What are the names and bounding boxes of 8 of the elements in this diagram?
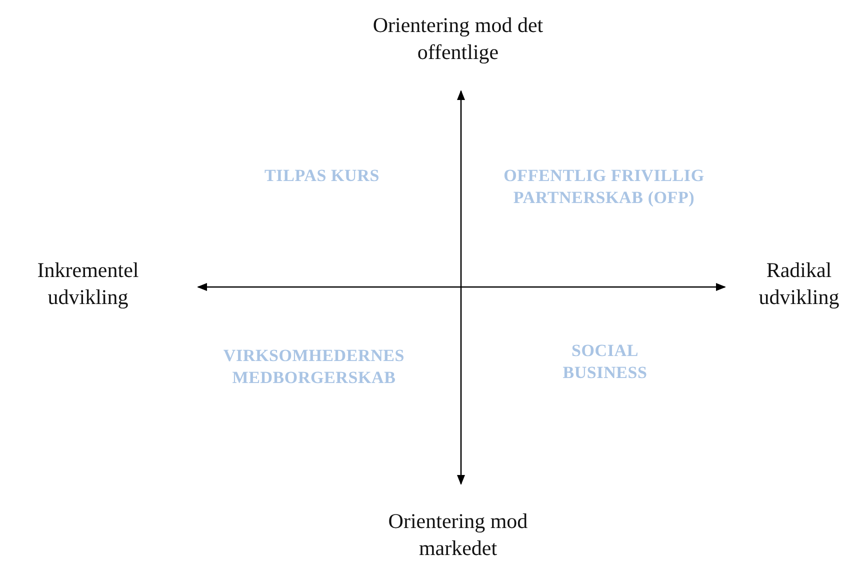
quadrant-label: VIRKSOMHEDERNES MEDBORGERSKAB bbox=[222, 345, 406, 390]
axis-label: Inkrementel udvikling bbox=[36, 257, 140, 312]
quadrant-label: TILPAS KURS bbox=[264, 165, 380, 187]
axis-label: Orientering mod det offentlige bbox=[372, 12, 544, 66]
quadrant-label: OFFENTLIG FRIVILLIG PARTNERSKAB (OFP) bbox=[502, 165, 706, 210]
axis-label: Radikal udvikling bbox=[758, 257, 840, 312]
quadrant-label: SOCIAL BUSINESS bbox=[562, 340, 648, 384]
axis-label: Orientering mod markedet bbox=[387, 508, 529, 562]
